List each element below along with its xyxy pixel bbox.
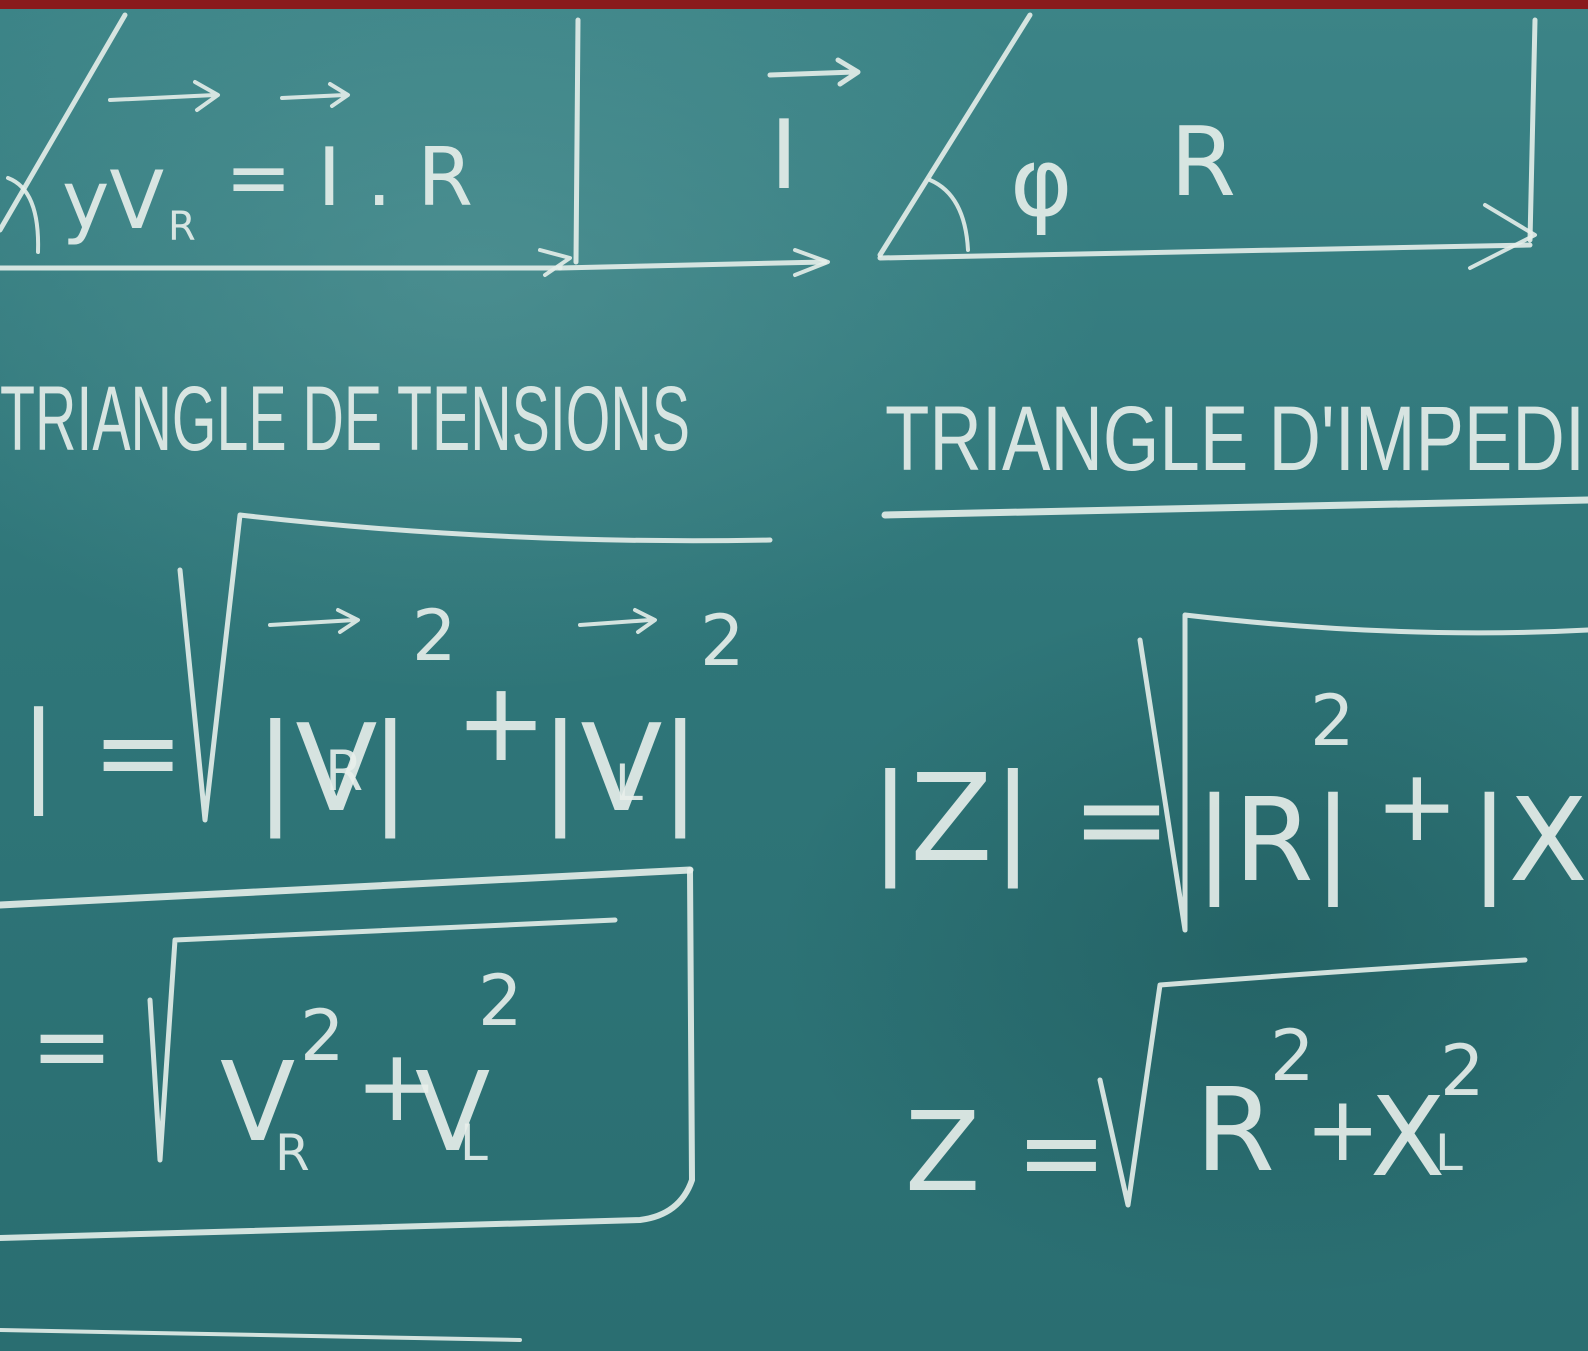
left-eq1-term1: |V <box>255 700 378 839</box>
right-eq2-lhs: Z = <box>905 1088 1108 1216</box>
left-eq2-term2: V <box>415 1048 490 1176</box>
impedance-angle-arc <box>928 178 970 252</box>
left-eq1-term2-sub: L <box>615 754 643 812</box>
triangle-hypotenuse <box>0 12 128 233</box>
right-eq1-plus: + <box>1375 747 1459 864</box>
side-r-label: R <box>1170 108 1236 218</box>
right-eq1-lhs: |Z| = <box>870 750 1172 889</box>
current-vector-line <box>557 259 828 271</box>
left-eq2-radical <box>147 917 618 1163</box>
left-eq1-radical <box>177 512 773 823</box>
right-eq1-term1: |R| <box>1195 774 1352 908</box>
impedance-heading: TRIANGLE D'IMPEDI <box>885 388 1585 490</box>
right-eq2-exp2: 2 <box>1440 1030 1485 1112</box>
angle-arc <box>6 176 41 254</box>
left-box-top-line <box>0 866 694 909</box>
right-eq2-term1: R <box>1195 1064 1275 1198</box>
vector-arrow-over-v <box>108 80 220 112</box>
right-eq2-plus: + <box>1305 1077 1380 1182</box>
triangle-vertical-side <box>573 17 581 265</box>
left-eq1-vr-arrow <box>268 608 360 634</box>
left-eq1-term1-sub: R <box>325 739 363 803</box>
right-angle-arrow <box>538 248 572 277</box>
left-eq1-exp1: 2 <box>412 595 457 677</box>
left-eq2-exp1: 2 <box>300 995 345 1077</box>
impedance-triangle-diagram <box>877 12 1538 270</box>
impedance-base-line <box>877 242 1533 261</box>
top-left-formula-rhs: = I . R <box>225 131 473 224</box>
angle-phi-label: φ <box>1010 128 1073 238</box>
top-border-bar <box>0 0 1588 9</box>
impedance-arrowhead <box>1468 203 1537 270</box>
impedance-heading-underline <box>881 496 1588 519</box>
left-eq1-term2-close: | <box>660 700 700 839</box>
right-eq1-term2: |X <box>1470 774 1588 908</box>
right-eq2-term2: X <box>1370 1073 1445 1201</box>
left-eq1-term1-close: | <box>370 700 410 839</box>
voltage-triangle-diagram <box>0 12 830 277</box>
right-eq1-exp1: 2 <box>1310 680 1355 762</box>
right-eq1-radical <box>1137 612 1588 933</box>
left-eq1-vl-arrow <box>578 608 657 634</box>
left-eq2-term1: V <box>220 1038 295 1166</box>
impedance-vertical-side <box>1527 17 1538 243</box>
left-eq2-lhs: = <box>30 987 114 1104</box>
left-box-right-bottom <box>0 867 695 1241</box>
impedance-hypotenuse <box>877 12 1033 258</box>
right-eq2-radical <box>1097 957 1528 1208</box>
left-eq1-exp2: 2 <box>700 600 745 682</box>
right-eq2-term2-sub: L <box>1435 1124 1463 1182</box>
left-eq2-term2-sub: L <box>460 1114 488 1172</box>
current-vector-arrowhead <box>793 248 830 277</box>
right-eq2-exp1: 2 <box>1270 1015 1315 1097</box>
tensions-heading: TRIANGLE DE TENSIONS <box>0 368 690 470</box>
left-eq1-lhs: | = <box>20 688 184 817</box>
top-left-formula-lhs-sub: R <box>168 204 196 250</box>
left-eq2-exp2: 2 <box>478 960 523 1042</box>
bottom-chalk-line <box>0 1328 522 1342</box>
vector-arrow-over-i <box>280 82 350 108</box>
left-eq2-term1-sub: R <box>275 1124 310 1182</box>
left-eq1-plus: + <box>455 658 547 786</box>
i-vector-label: I <box>770 101 798 211</box>
left-eq2-plus: + <box>355 1027 439 1144</box>
left-eq1-term2: |V <box>540 700 663 839</box>
top-left-formula-lhs: yV <box>62 154 164 247</box>
i-vector-arrow <box>767 57 861 87</box>
